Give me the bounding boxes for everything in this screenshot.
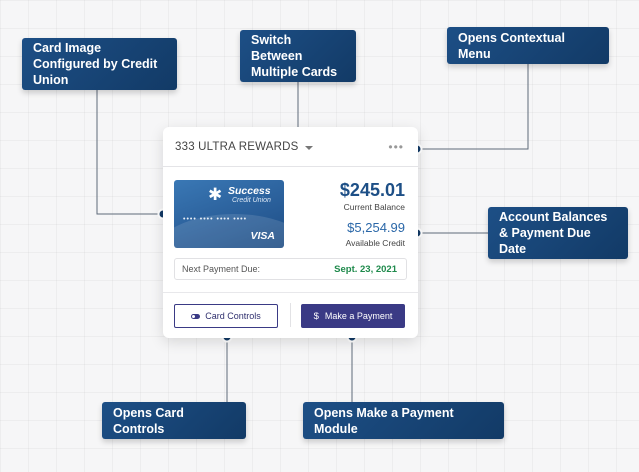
card-controls-button[interactable]: Card Controls <box>174 304 278 328</box>
dollar-icon: $ <box>313 310 319 322</box>
toggle-icon <box>191 313 201 319</box>
card-name: 333 ULTRA REWARDS <box>175 141 299 153</box>
next-payment-label: Next Payment Due: <box>182 264 261 274</box>
button-separator <box>290 303 291 327</box>
card-widget-header: 333 ULTRA REWARDS ••• <box>163 127 418 167</box>
card-subtitle: Credit Union <box>232 197 271 204</box>
more-dots-icon[interactable]: ••• <box>388 140 404 154</box>
callout-card-image: Card Image Configured by Credit Union <box>22 38 177 90</box>
card-image: ✱ Success Credit Union •••• •••• •••• ••… <box>174 180 284 248</box>
callout-make-payment: Opens Make a Payment Module <box>303 402 504 439</box>
divider <box>163 292 418 293</box>
current-balance-label: Current Balance <box>343 202 405 212</box>
connector-context-menu <box>417 64 529 150</box>
card-wave-decoration <box>174 214 284 248</box>
next-payment-box: Next Payment Due: Sept. 23, 2021 <box>174 258 407 280</box>
available-credit: $5,254.99 <box>347 220 405 235</box>
card-number-mask: •••• •••• •••• •••• <box>183 216 248 223</box>
callout-switch-cards: Switch Between Multiple Cards <box>240 30 356 82</box>
card-widget: 333 ULTRA REWARDS ••• ✱ Success Credit U… <box>163 127 418 338</box>
next-payment-date: Sept. 23, 2021 <box>334 264 397 275</box>
callout-card-controls: Opens Card Controls <box>102 402 246 439</box>
make-payment-button[interactable]: $ Make a Payment <box>301 304 405 328</box>
star-logo-icon: ✱ <box>208 185 223 204</box>
available-credit-label: Available Credit <box>345 238 405 248</box>
card-controls-label: Card Controls <box>205 311 261 321</box>
callout-context-menu: Opens Contextual Menu <box>447 27 609 64</box>
make-payment-label: Make a Payment <box>324 311 393 321</box>
card-network: VISA <box>250 230 275 242</box>
card-switcher[interactable]: 333 ULTRA REWARDS <box>175 141 313 153</box>
callout-balances: Account Balances & Payment Due Date <box>488 207 628 259</box>
connector-card-image <box>96 90 163 215</box>
current-balance: $245.01 <box>339 180 405 200</box>
card-brand: Success <box>228 185 271 197</box>
chevron-down-icon <box>304 145 313 150</box>
